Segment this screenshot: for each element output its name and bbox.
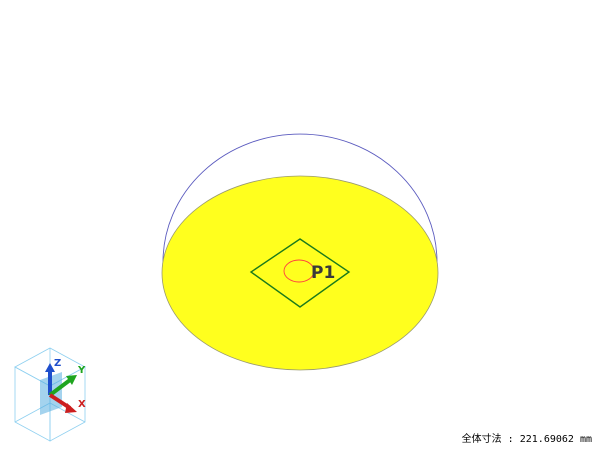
z-axis-icon [45, 363, 55, 395]
y-axis-icon [48, 375, 77, 397]
z-axis-label: Z [54, 358, 61, 369]
disk-face[interactable] [161, 175, 439, 371]
x-axis-label: X [78, 399, 86, 410]
x-axis-icon [48, 393, 77, 413]
point-marker-circle[interactable] [283, 259, 315, 283]
hemisphere-outline [162, 133, 438, 263]
y-axis-label: Y [77, 365, 86, 376]
overall-dimension-value: 221.69062 [519, 434, 574, 445]
overall-dimension-label: 全体寸法 [461, 434, 502, 445]
axis-triad[interactable]: Z Y X [10, 345, 90, 445]
separator: : [507, 434, 514, 445]
plane-marker-square[interactable] [249, 238, 351, 308]
dimension-unit: mm [579, 434, 592, 445]
overall-dimension-readout: 全体寸法 : 221.69062 mm [462, 430, 592, 445]
point-label-p1: P1 [311, 263, 335, 283]
